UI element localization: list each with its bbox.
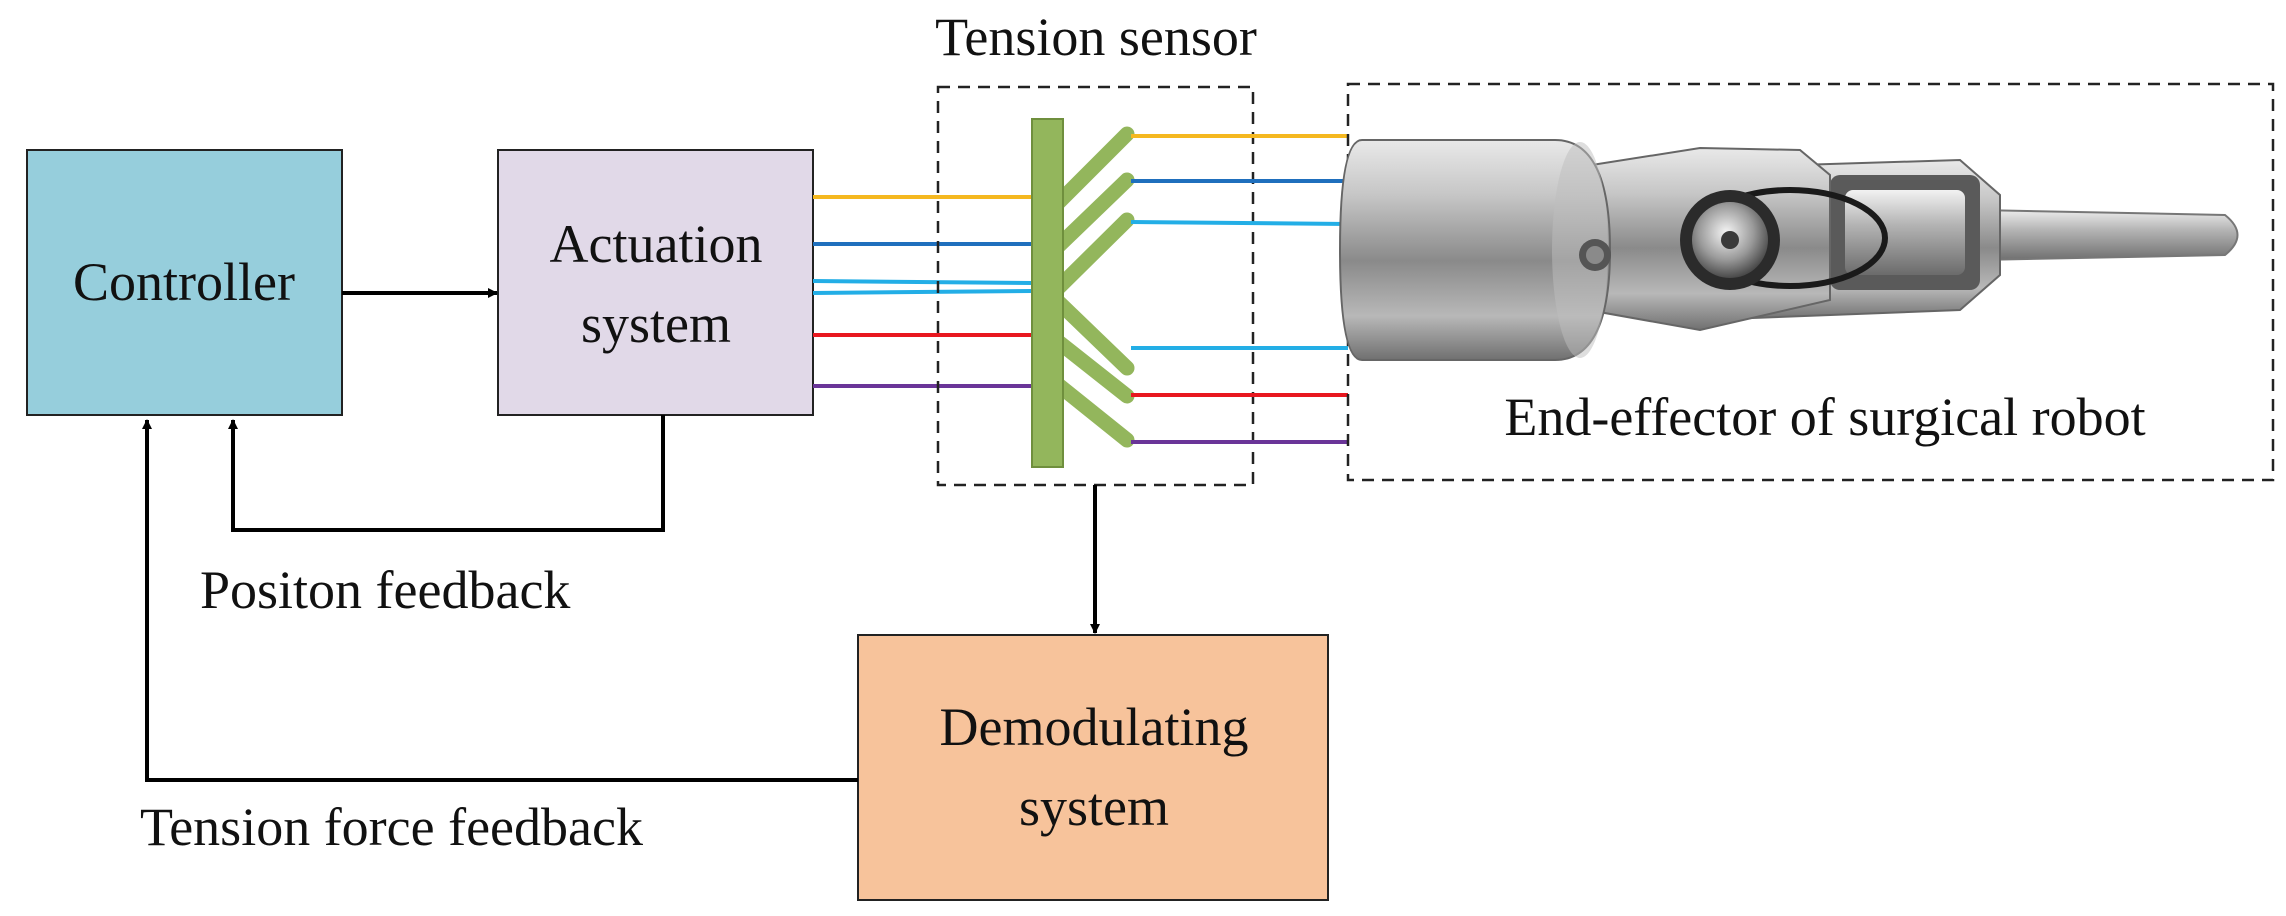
tension-feedback-line (142, 419, 858, 782)
controller-label: Controller (73, 252, 295, 312)
demodulating-label-line1: Demodulating (940, 697, 1249, 757)
tension-sensor-comb (1031, 118, 1135, 468)
wires-right (1130, 134, 1349, 444)
tension-feedback-label: Tension force feedback (140, 797, 643, 857)
position-feedback-label: Positon feedback (200, 560, 570, 620)
surgical-end-effector-image (1338, 139, 2239, 361)
actuation-label-line1: Actuation (550, 214, 763, 274)
demodulating-block (857, 634, 1329, 901)
tension-sensor-label: Tension sensor (935, 7, 1257, 67)
demodulating-label-line2: system (1019, 777, 1169, 837)
position-feedback-line (228, 415, 665, 532)
actuation-label-line2: system (581, 294, 731, 354)
controller-block (26, 149, 343, 416)
end-effector-label: End-effector of surgical robot (1504, 387, 2145, 447)
tension-sensor-box (936, 85, 1255, 487)
actuation-block (497, 149, 814, 416)
wires-left (812, 195, 1033, 388)
